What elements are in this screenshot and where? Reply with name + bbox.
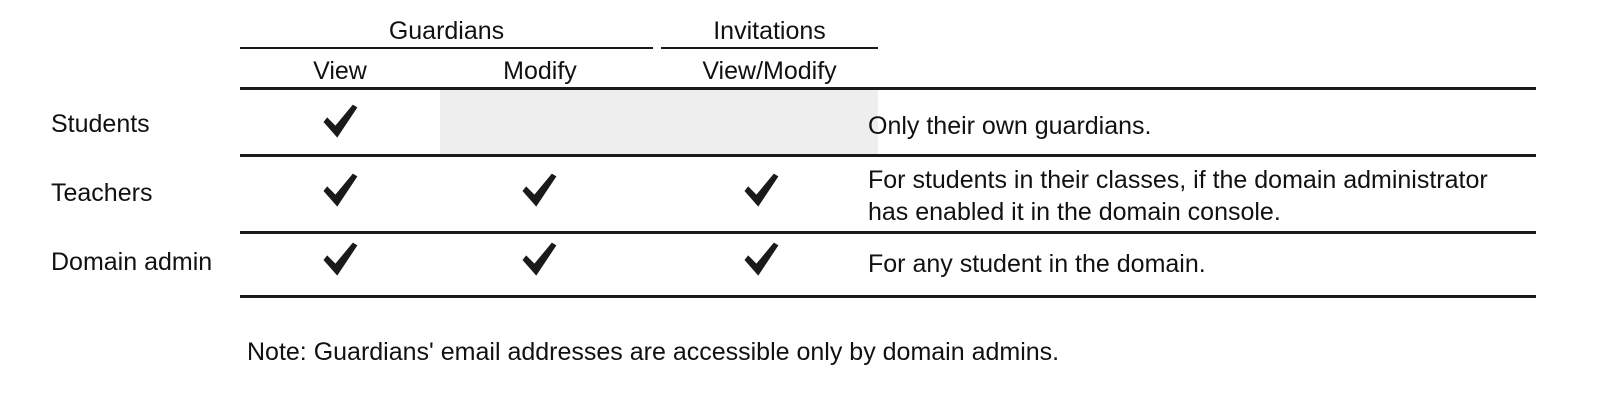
check-mark-icon [517,169,561,213]
column-header-label: Modify [503,57,577,85]
table-note: Note: Guardians' email addresses are acc… [247,338,1059,367]
check-mark-icon [318,100,362,144]
check-mark-icon [318,238,362,282]
rule-table-bottom [240,295,1536,298]
row-description-students: Only their own guardians. [868,110,1528,142]
column-group-header-invitations: Invitations [661,17,878,46]
column-header-view-modify: View/Modify [661,57,878,86]
row-label-students: Students [51,110,150,139]
column-group-header-guardians: Guardians [240,17,653,46]
column-header-label: View/Modify [702,57,837,85]
row-description-text: For any student in the domain. [868,250,1206,278]
rule-header-bottom [240,87,1536,90]
column-group-label: Invitations [713,17,826,45]
rule-row-teachers-bottom [240,231,1536,234]
check-mark-icon [517,238,561,282]
row-label-text: Domain admin [51,248,213,276]
rule-row-students-bottom [240,154,1536,157]
row-description-text: For students in their classes, if the do… [868,166,1488,226]
check-mark-icon [739,238,783,282]
check-mark-icon [318,169,362,213]
row-description-teachers: For students in their classes, if the do… [868,164,1528,228]
column-header-modify: Modify [440,57,640,86]
column-group-label: Guardians [388,17,505,45]
rule-group-invitations [661,47,878,49]
table-note-text: Note: Guardians' email addresses are acc… [247,338,1060,366]
empty-cell-shading-students [440,90,878,154]
rule-group-guardians [240,47,653,49]
column-header-view: View [240,57,440,86]
column-header-label: View [313,57,367,85]
row-label-domain-admin: Domain admin [51,248,212,277]
check-mark-icon [739,169,783,213]
row-label-text: Teachers [51,179,153,207]
row-description-domain-admin: For any student in the domain. [868,248,1528,280]
row-label-teachers: Teachers [51,179,152,208]
row-description-text: Only their own guardians. [868,112,1152,140]
row-label-text: Students [51,110,150,138]
